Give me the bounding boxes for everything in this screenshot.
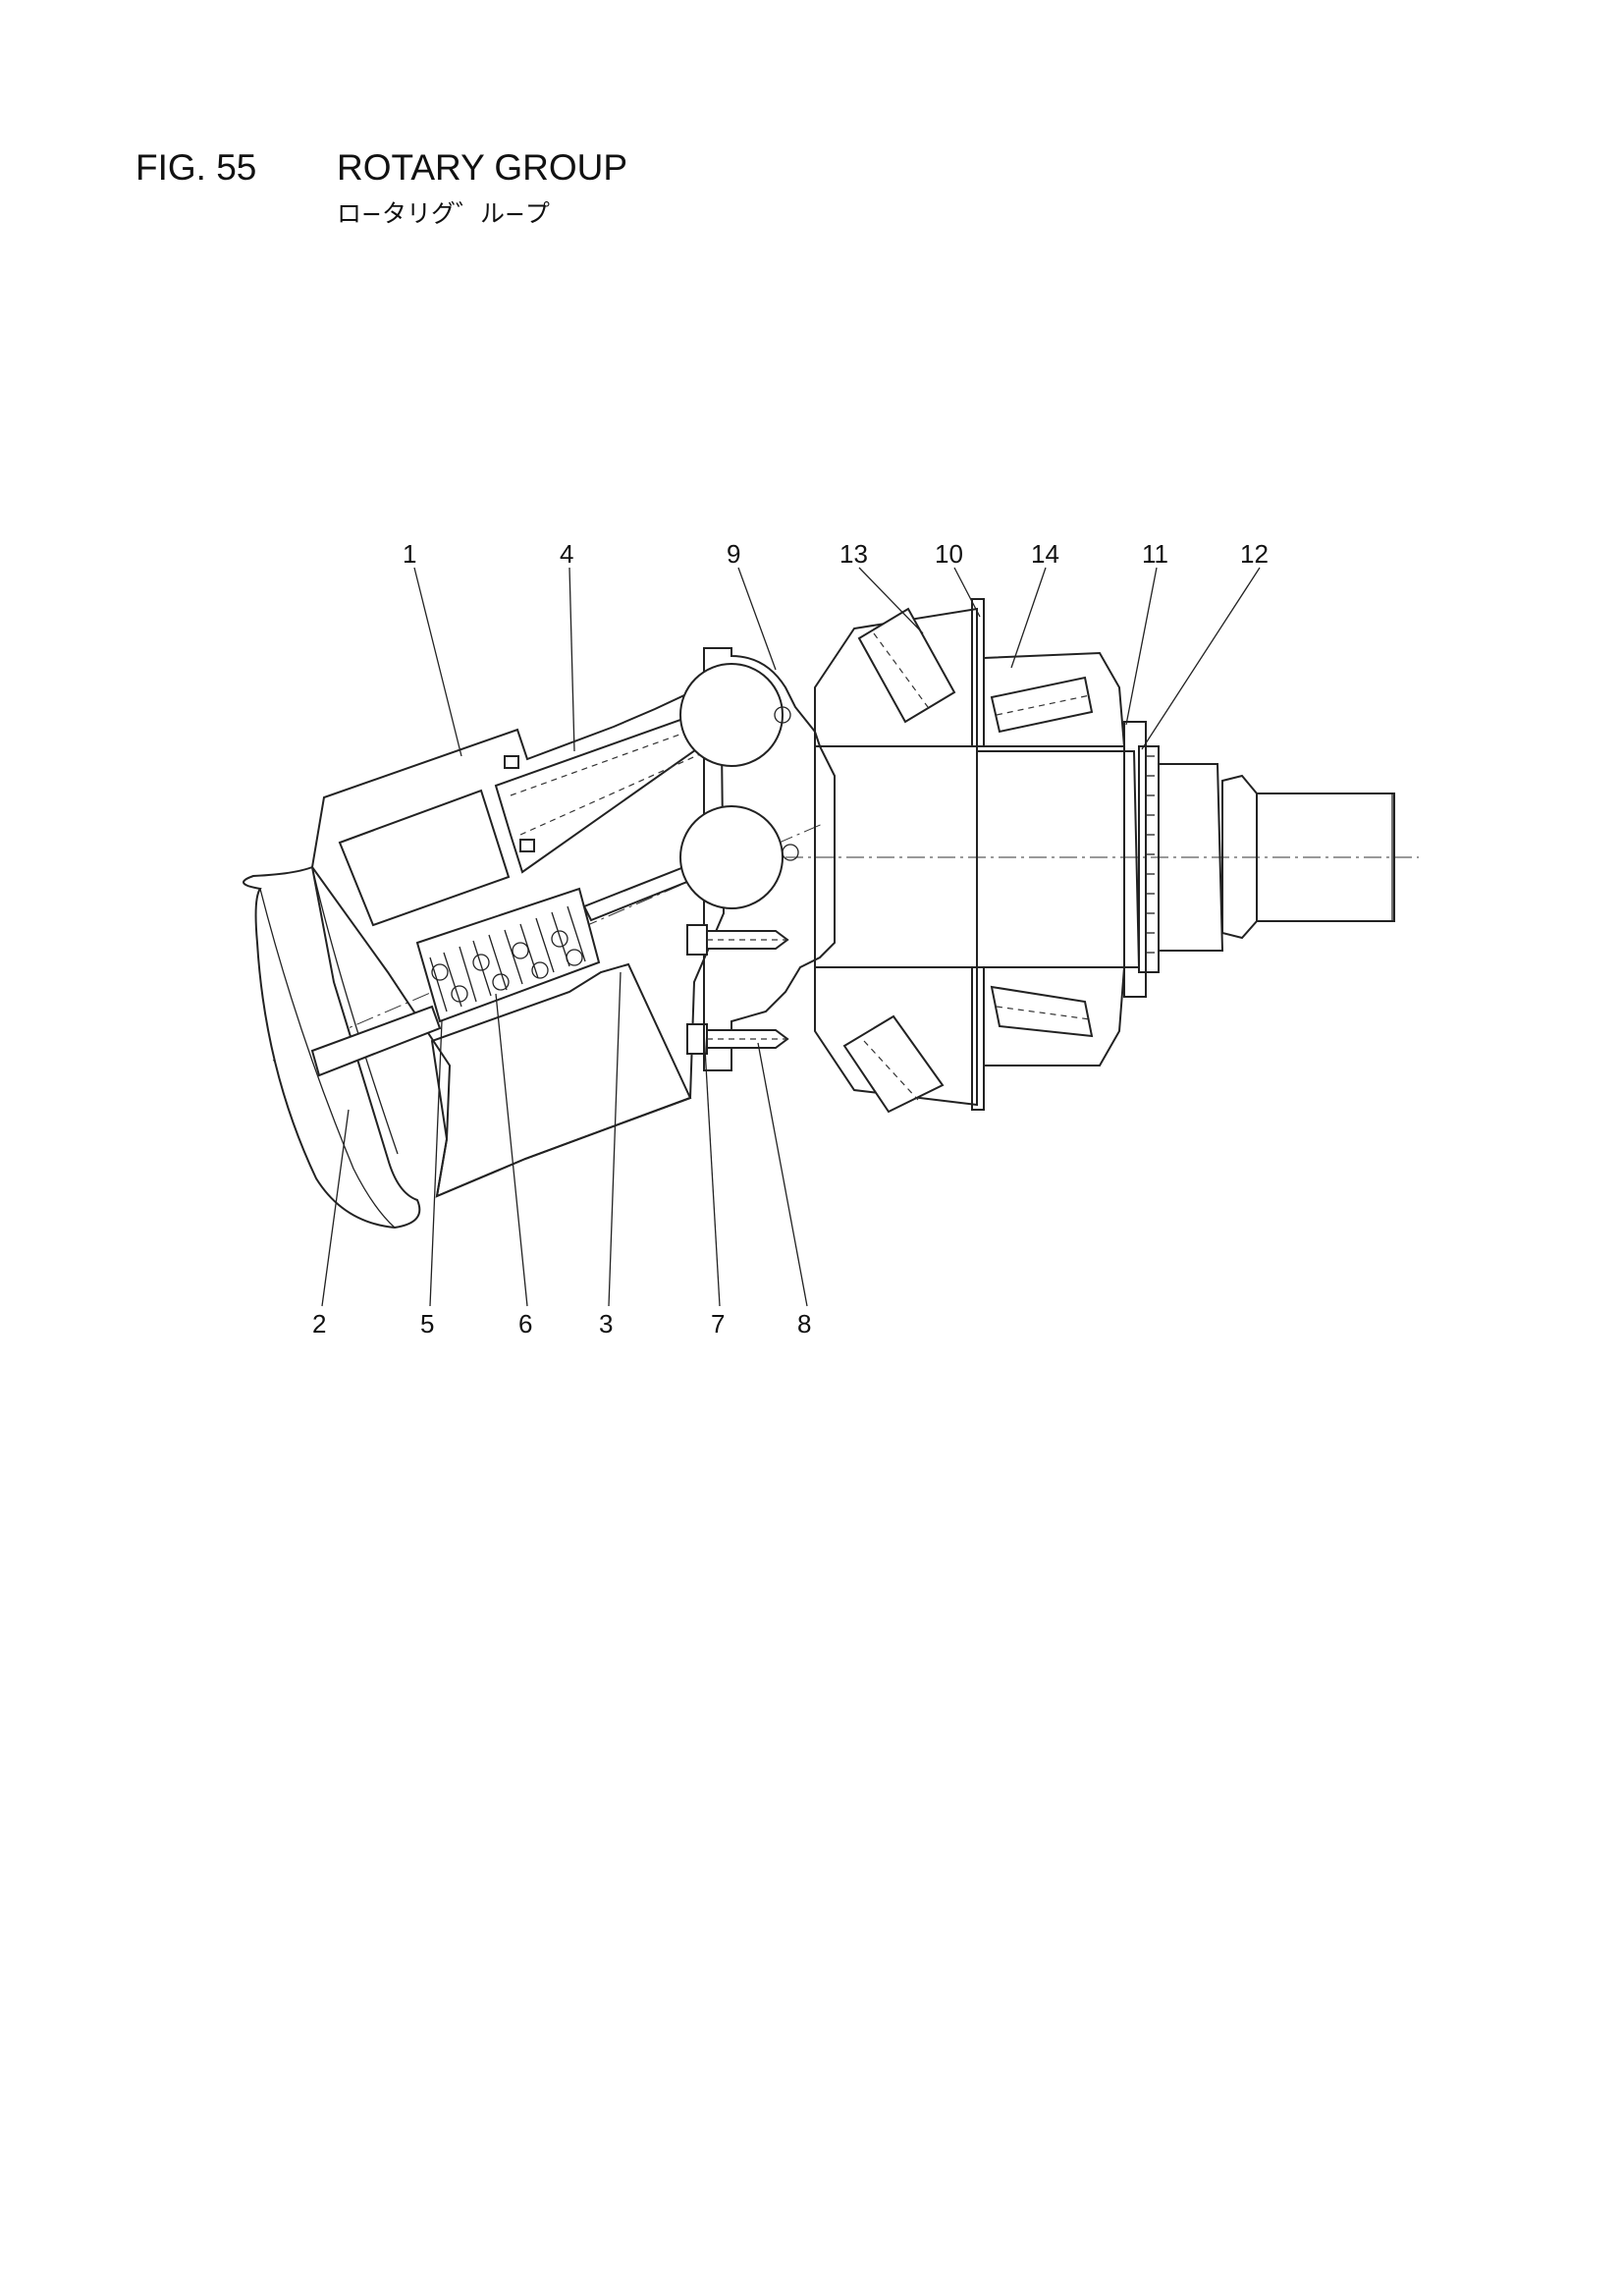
callout-13: 13 — [839, 539, 868, 569]
nut-thread — [1145, 755, 1155, 954]
screw-lower — [686, 1023, 789, 1055]
callout-8: 8 — [797, 1309, 811, 1339]
figure-number: FIG. 55 — [135, 147, 257, 188]
callout-1: 1 — [403, 539, 416, 569]
figure-title: ROTARY GROUP — [337, 147, 628, 188]
callout-10: 10 — [935, 539, 963, 569]
lock-ring-11 — [1123, 721, 1147, 998]
callout-4: 4 — [560, 539, 573, 569]
piston-ring-2 — [519, 839, 535, 852]
callout-9: 9 — [727, 539, 740, 569]
valve-plate-rim — [259, 888, 396, 1229]
roller-upper-13 — [857, 607, 956, 724]
roller-upper-14 — [990, 676, 1094, 734]
callout-3: 3 — [599, 1309, 613, 1339]
piston-ring-1 — [504, 755, 519, 769]
callout-7: 7 — [711, 1309, 725, 1339]
callout-5: 5 — [420, 1309, 434, 1339]
spring-bore — [415, 887, 601, 1023]
nut-12 — [1138, 745, 1160, 973]
drive-shaft-mid — [976, 750, 1141, 968]
screw-upper — [686, 924, 789, 956]
drive-shaft-end — [1256, 793, 1395, 922]
bearing-small-upper — [983, 651, 1126, 747]
callout-14: 14 — [1031, 539, 1059, 569]
leader-lines — [321, 567, 1261, 1307]
callout-2: 2 — [312, 1309, 326, 1339]
center-spring — [429, 905, 586, 1012]
roller-lower-13 — [842, 1014, 945, 1114]
bearing-small-lower — [983, 966, 1126, 1066]
ball-joint-lower — [679, 805, 784, 909]
ball-joint-upper — [679, 663, 784, 767]
bearing-cone-upper — [814, 607, 978, 747]
callout-11: 11 — [1142, 539, 1168, 569]
callout-12: 12 — [1240, 539, 1269, 569]
valve-plate-face — [311, 866, 399, 1155]
roller-lower-14 — [990, 985, 1094, 1038]
callout-6: 6 — [518, 1309, 532, 1339]
figure-subtitle: ロ−タリグ゛ル−プ — [337, 199, 550, 228]
piston-upper — [338, 789, 511, 927]
drive-flange — [703, 647, 836, 1071]
center-pin — [310, 1005, 442, 1077]
cylinder-skirt — [430, 962, 692, 1198]
